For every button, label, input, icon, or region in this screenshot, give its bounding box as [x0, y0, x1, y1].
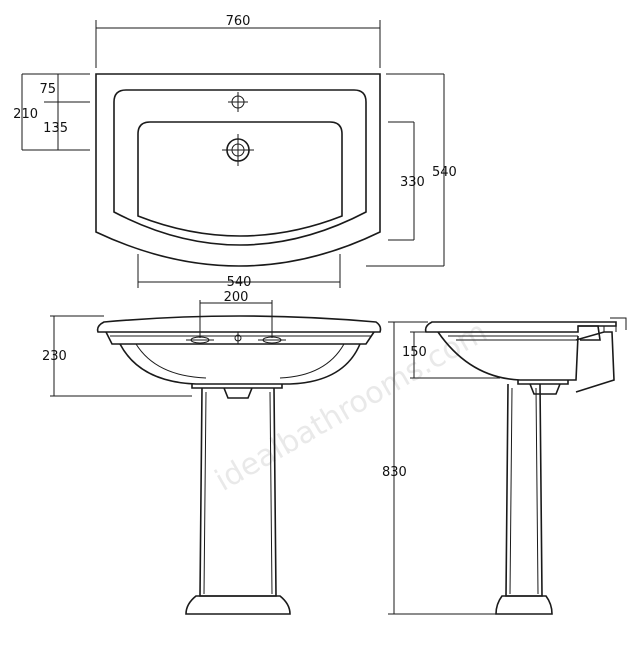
side-pedestal [495, 383, 553, 615]
dim-tap-spacing: 200 [199, 290, 273, 338]
dim-overall-depth-label: 540 [432, 165, 457, 180]
dim-tap-spacing-label: 200 [224, 290, 249, 305]
plan-bowl [137, 121, 343, 237]
dim-depth-210-label: 210 [13, 107, 38, 122]
dim-front-height-label: 230 [42, 349, 67, 364]
front-elevation: 200 230 [42, 290, 382, 615]
front-pedestal [185, 387, 291, 615]
front-basin-rim [96, 315, 382, 333]
dim-overall-height: 830 [382, 321, 500, 615]
front-waste-trap [191, 384, 283, 399]
plan-outer-rim [95, 73, 381, 267]
dim-bowl-width-label: 540 [227, 275, 252, 290]
waste-outlet-icon [222, 134, 254, 166]
side-waste-trap [517, 380, 569, 395]
side-back-plate [575, 331, 615, 393]
dim-top-width-label: 760 [226, 14, 251, 29]
dim-bowl-depth-label: 330 [400, 175, 425, 190]
dim-bowl-depth: 330 [388, 121, 425, 241]
dim-top-width: 760 [95, 14, 381, 68]
dim-depth-135-label: 135 [43, 121, 68, 136]
dim-front-height: 230 [42, 315, 192, 397]
watermark: idealbathrooms.com [209, 314, 493, 498]
dim-bowl-width: 540 [137, 254, 341, 290]
plan-inner-rim [113, 89, 367, 246]
front-basin-body [105, 331, 375, 345]
dim-side-height: 150 [402, 331, 500, 379]
dim-overall-depth: 540 [366, 73, 457, 267]
dim-left-depths: 75 210 135 [13, 73, 90, 151]
dim-depth-75-label: 75 [39, 82, 56, 97]
plan-view: 760 75 210 135 330 540 [13, 14, 457, 290]
dim-overall-height-label: 830 [382, 465, 407, 480]
tap-hole-icon [228, 92, 248, 112]
dim-side-height-label: 150 [402, 345, 427, 360]
front-tap-holes-icon [186, 332, 286, 344]
side-elevation: 150 830 [382, 317, 627, 615]
